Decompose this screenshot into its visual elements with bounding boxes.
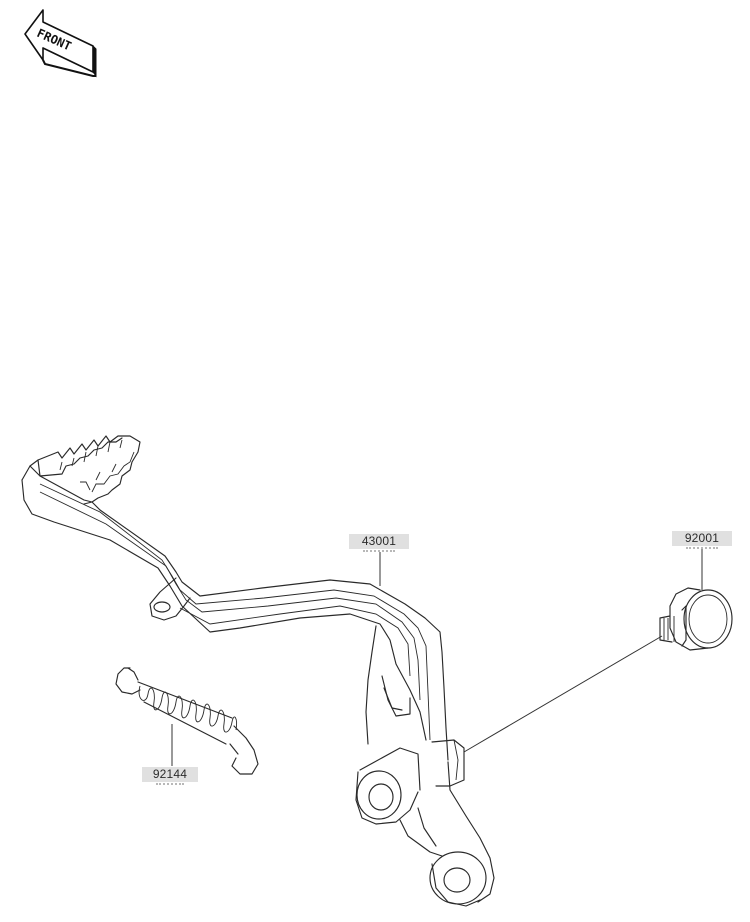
callout-underline (156, 781, 184, 785)
callout-brake-pedal[interactable]: 43001 (349, 534, 409, 552)
callout-spring-number: 92144 (152, 767, 188, 781)
callout-underline (686, 545, 718, 549)
callout-bolt[interactable]: 92001 (672, 531, 732, 549)
brake-pedal-drawing (21, 435, 495, 907)
callout-brake-pedal-number: 43001 (361, 534, 397, 548)
callout-underline (363, 548, 395, 552)
front-direction-arrow-icon: FRONT (24, 9, 97, 78)
callout-bolt-number: 92001 (684, 531, 720, 545)
bolt-drawing (659, 587, 733, 651)
callout-spring[interactable]: 92144 (142, 767, 198, 785)
shaft-alignment-line (463, 635, 663, 753)
spring-drawing (115, 667, 259, 775)
